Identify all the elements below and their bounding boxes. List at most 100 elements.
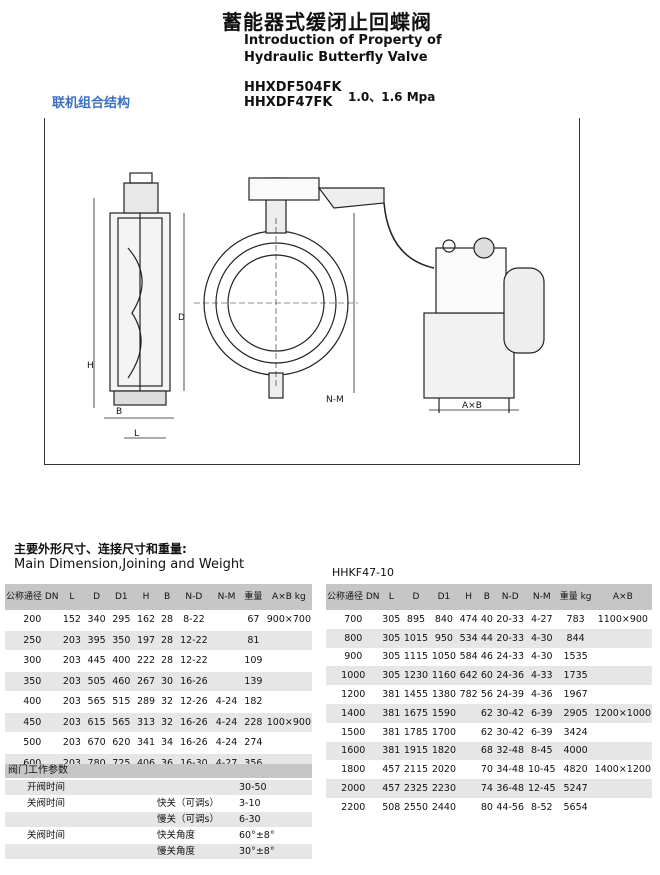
table-cell — [593, 722, 652, 742]
table-cell: 32 — [158, 712, 176, 733]
table-cell: 4000 — [557, 741, 594, 761]
table-cell: 400 — [108, 650, 134, 672]
table-cell: 305 — [380, 628, 403, 648]
table-cell: 289 — [133, 691, 159, 713]
table-header-cell: B — [479, 584, 495, 610]
table-cell — [457, 760, 480, 780]
table-cell — [212, 650, 241, 672]
table-cell: 44 — [479, 628, 495, 648]
table-cell: 250 — [5, 630, 60, 651]
operation-value: 30-50 — [239, 782, 267, 793]
table-cell: 1400×1200 — [593, 760, 652, 780]
table-cell: 6-39 — [525, 722, 558, 742]
operation-value: 3-10 — [239, 798, 261, 809]
operation-value: 60°±8° — [239, 830, 275, 841]
table-cell: 381 — [380, 703, 403, 723]
table-cell: 28 — [158, 610, 176, 631]
table-cell: 44-56 — [494, 797, 526, 817]
table-cell: 30 — [158, 671, 176, 692]
table-cell: 670 — [84, 732, 109, 754]
table-cell: 1200×1000 — [593, 703, 652, 723]
table-cell: 28 — [158, 630, 176, 651]
table-cell: 36-48 — [494, 779, 526, 798]
table-cell — [265, 732, 312, 754]
table-cell: 1600 — [326, 741, 381, 761]
table-cell: 4820 — [557, 760, 594, 780]
table-cell: 445 — [84, 650, 109, 672]
table-header-cell: H — [457, 584, 480, 610]
label-axb: A×B — [462, 401, 482, 411]
table-cell: 4-30 — [525, 647, 558, 667]
table-cell: 900 — [326, 647, 381, 667]
table-cell: 80 — [479, 797, 495, 817]
table-cell: 1200 — [326, 685, 381, 704]
table-cell — [212, 610, 241, 631]
table-cell: 68 — [479, 741, 495, 761]
table-cell: 565 — [108, 712, 134, 733]
table-cell: 895 — [402, 610, 430, 629]
table-cell: 200 — [5, 610, 60, 631]
table-cell: 81 — [240, 630, 266, 651]
table-cell: 900×700 — [265, 610, 312, 631]
table-cell: 4-36 — [525, 685, 558, 704]
table-cell: 109 — [240, 650, 266, 672]
table-cell: 1735 — [557, 666, 594, 686]
table-cell: 1160 — [429, 666, 458, 686]
table-cell: 1820 — [429, 741, 458, 761]
table-cell: 505 — [84, 671, 109, 692]
table-cell: 840 — [429, 610, 458, 629]
table-cell: 28 — [158, 650, 176, 672]
table-cell: 60 — [479, 666, 495, 686]
table-header-cell: D1 — [429, 584, 458, 610]
operation-row: 慢关（可调s）6-30 — [5, 812, 312, 827]
table-cell: 1500 — [326, 722, 381, 742]
model-line2: HHXDF47FK — [244, 95, 333, 110]
table-cell: 182 — [240, 691, 266, 713]
table-cell — [457, 779, 480, 798]
table-cell: 4-27 — [525, 610, 558, 629]
table-cell: 300 — [5, 650, 60, 672]
table-cell: 162 — [133, 610, 159, 631]
table-cell: 5247 — [557, 779, 594, 798]
table-cell — [593, 779, 652, 798]
table-cell: 67 — [240, 610, 266, 631]
table-header-cell: N-M — [525, 584, 558, 610]
table-cell — [593, 741, 652, 761]
table-cell — [457, 722, 480, 742]
table-cell: 950 — [429, 628, 458, 648]
table-cell: 4-24 — [212, 691, 241, 713]
table-header-cell: H — [133, 584, 159, 610]
table-header-row: 公称通径 DN L D D1 H B N-D N-M 重量 kg A×B — [326, 584, 652, 610]
table-cell: 8-52 — [525, 797, 558, 817]
section-title-en: Main Dimension,Joining and Weight — [14, 557, 245, 572]
table-cell: 515 — [108, 691, 134, 713]
operation-label: 关阀时间 — [27, 830, 66, 841]
table-header-cell: N-D — [175, 584, 213, 610]
table-cell: 381 — [380, 685, 403, 704]
table-cell: 32 — [158, 691, 176, 713]
table-cell: 30-42 — [494, 703, 526, 723]
operation-sub: 慢关（可调s） — [157, 814, 219, 825]
table-cell: 30-42 — [494, 722, 526, 742]
table-cell: 2325 — [402, 779, 430, 798]
table-cell — [457, 741, 480, 761]
table-cell: 40 — [479, 610, 495, 629]
table-cell: 295 — [108, 610, 134, 631]
table-cell: 222 — [133, 650, 159, 672]
table-cell: 34 — [158, 732, 176, 754]
table-cell: 228 — [240, 712, 266, 733]
table-cell: 16-26 — [175, 712, 213, 733]
table-header-cell: 公称通径 DN — [5, 584, 60, 610]
table-cell: 203 — [59, 630, 85, 651]
table-cell: 1400 — [326, 703, 381, 723]
table-cell: 381 — [380, 741, 403, 761]
table-cell: 12-45 — [525, 779, 558, 798]
table-cell: 400 — [5, 691, 60, 713]
table-cell — [265, 671, 312, 692]
table-cell: 139 — [240, 671, 266, 692]
